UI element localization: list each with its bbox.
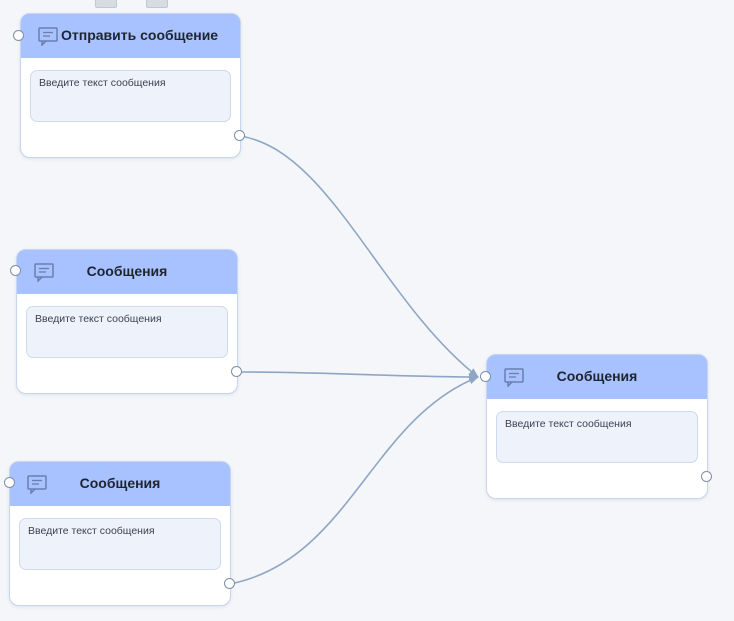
message-text-field[interactable]: Введите текст сообщения [26, 306, 228, 358]
toolbar-button[interactable] [95, 0, 117, 8]
node-header[interactable]: Отправить сообщение [21, 14, 240, 58]
node-header[interactable]: Сообщения [17, 250, 237, 294]
node-title: Сообщения [86, 263, 168, 279]
message-icon [38, 27, 58, 46]
message-icon [27, 475, 47, 494]
message-text-field[interactable]: Введите текст сообщения [496, 411, 698, 463]
node-header[interactable]: Сообщения [487, 355, 707, 399]
input-port[interactable] [4, 477, 15, 488]
node-title: Сообщения [556, 368, 638, 384]
message-icon [504, 368, 524, 387]
connection-messages-1-to-messages[interactable] [236, 371, 479, 381]
output-port[interactable] [234, 130, 245, 141]
output-port[interactable] [224, 578, 235, 589]
message-text-field[interactable]: Введите текст сообщения [30, 70, 231, 122]
toolbar-button[interactable] [146, 0, 168, 8]
input-port[interactable] [10, 265, 21, 276]
output-port[interactable] [231, 366, 242, 377]
input-port[interactable] [13, 30, 24, 41]
message-icon [34, 263, 54, 282]
node-header[interactable]: Сообщения [10, 462, 230, 506]
output-port[interactable] [701, 471, 712, 482]
node-send-message[interactable]: Отправить сообщение Введите текст сообще… [20, 13, 241, 158]
connection-send-message-to-messages[interactable] [239, 135, 479, 378]
connection-messages-2-to-messages[interactable] [229, 376, 479, 585]
input-port[interactable] [480, 371, 491, 382]
node-messages-2[interactable]: Сообщения Введите текст сообщения [9, 461, 231, 606]
node-messages-1[interactable]: Сообщения Введите текст сообщения [16, 249, 238, 394]
message-text-field[interactable]: Введите текст сообщения [19, 518, 221, 570]
node-messages-target[interactable]: Сообщения Введите текст сообщения [486, 354, 708, 499]
node-title: Отправить сообщение [61, 27, 219, 43]
node-title: Сообщения [79, 475, 161, 491]
